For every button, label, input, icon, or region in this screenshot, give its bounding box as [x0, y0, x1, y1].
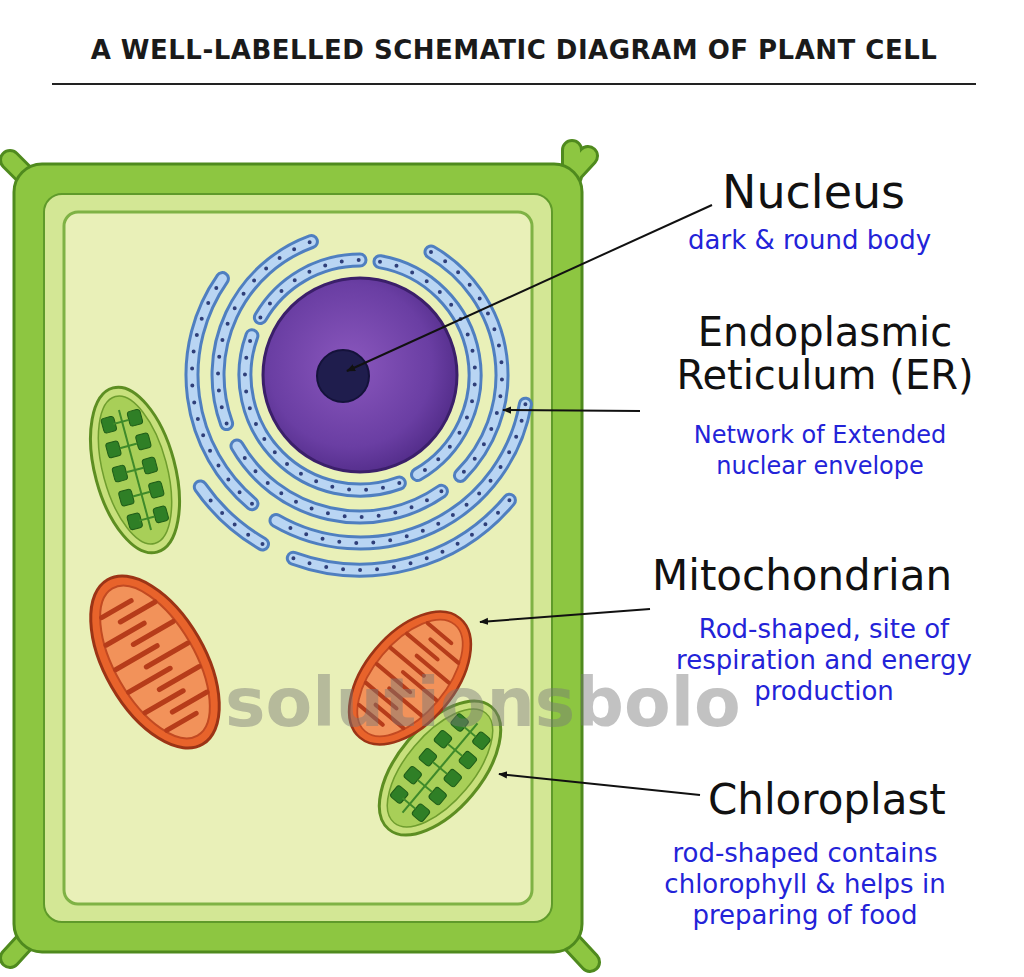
- part-note: dark & round body: [688, 226, 931, 256]
- secondary-wall: [44, 194, 552, 922]
- part-name: Chloroplast: [708, 776, 946, 824]
- cell-wall-stubs: [10, 150, 590, 962]
- part-note: Network of Extended nuclear envelope: [665, 420, 975, 482]
- part-name: Endoplasmic Reticulum (ER): [639, 311, 1011, 397]
- chloroplast: [74, 378, 195, 563]
- part-name: Mitochondrian: [652, 552, 952, 600]
- mitochondrion: [64, 555, 246, 770]
- title-underline: [52, 83, 976, 85]
- nucleus: [263, 278, 457, 472]
- watermark: solutionsbolo: [225, 664, 741, 742]
- cytoplasm: [64, 212, 532, 904]
- part-name: Nucleus: [722, 166, 905, 219]
- part-note: rod-shaped contains chlorophyll & helps …: [635, 838, 975, 932]
- diagram-title: A WELL-LABELLED SCHEMATIC DIAGRAM OF PLA…: [52, 36, 976, 66]
- endoplasmic-reticulum: [192, 242, 525, 570]
- cell-wall: [14, 164, 582, 952]
